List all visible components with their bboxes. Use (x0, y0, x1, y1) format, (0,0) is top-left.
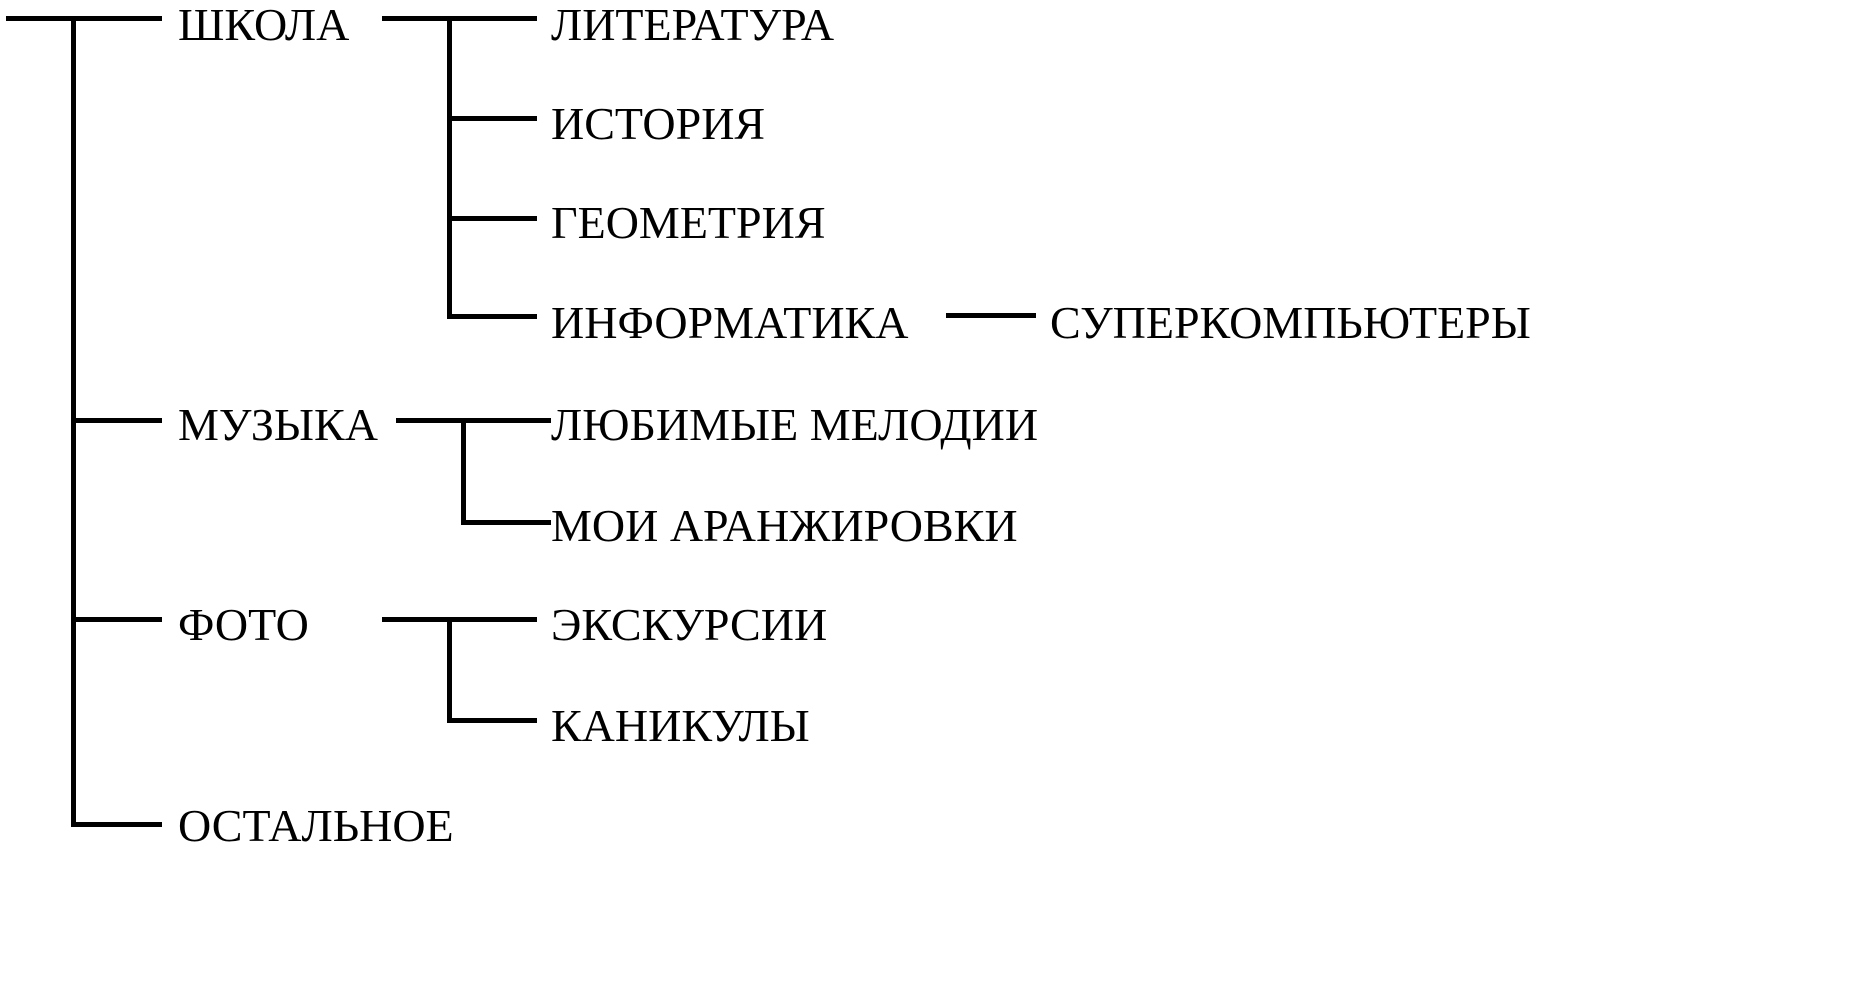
branch-line-foto (71, 617, 162, 622)
shkola-trunk-line (447, 16, 452, 319)
node-label-ostalnoe: ОСТАЛЬНОЕ (178, 800, 454, 851)
node-label-foto: ФОТО (178, 599, 309, 650)
branch-line-ostalnoe (71, 822, 162, 827)
node-label-moi-aranzhirovki: МОИ АРАНЖИРОВКИ (551, 500, 1018, 551)
node-label-kanikuly: КАНИКУЛЫ (551, 700, 810, 751)
branch-line-literatura (447, 16, 537, 21)
node-label-shkola: ШКОЛА (178, 0, 350, 50)
muzyka-trunk-line (461, 418, 466, 525)
foto-trunk-line (447, 617, 452, 723)
node-label-informatika: ИНФОРМАТИКА (551, 297, 909, 348)
branch-line-muzyka (71, 418, 162, 423)
node-label-superkompyutery: СУПЕРКОМПЬЮТЕРЫ (1050, 297, 1531, 348)
node-label-ekskursii: ЭКСКУРСИИ (551, 599, 828, 650)
branch-line-superkompyutery (946, 313, 1036, 318)
node-label-literatura: ЛИТЕРАТУРА (551, 0, 835, 50)
node-label-muzyka: МУЗЫКА (178, 399, 378, 450)
node-label-geometriya: ГЕОМЕТРИЯ (551, 197, 826, 248)
folder-tree-diagram: ШКОЛА ЛИТЕРАТУРА ИСТОРИЯ ГЕОМЕТРИЯ ИНФОР… (6, 0, 1531, 851)
node-label-istoriya: ИСТОРИЯ (551, 98, 766, 149)
branch-line-istoriya (447, 116, 537, 121)
branch-line-ekskursii (447, 617, 537, 622)
branch-line-geometriya (447, 216, 537, 221)
branch-line-kanikuly (447, 718, 537, 723)
branch-line-moi-aranzhirovki (461, 520, 551, 525)
branch-line-informatika (447, 314, 537, 319)
node-label-lyubimye-melodii: ЛЮБИМЫЕ МЕЛОДИИ (551, 399, 1039, 450)
branch-line-shkola (71, 16, 162, 21)
branch-line-lyubimye-melodii (461, 418, 551, 423)
